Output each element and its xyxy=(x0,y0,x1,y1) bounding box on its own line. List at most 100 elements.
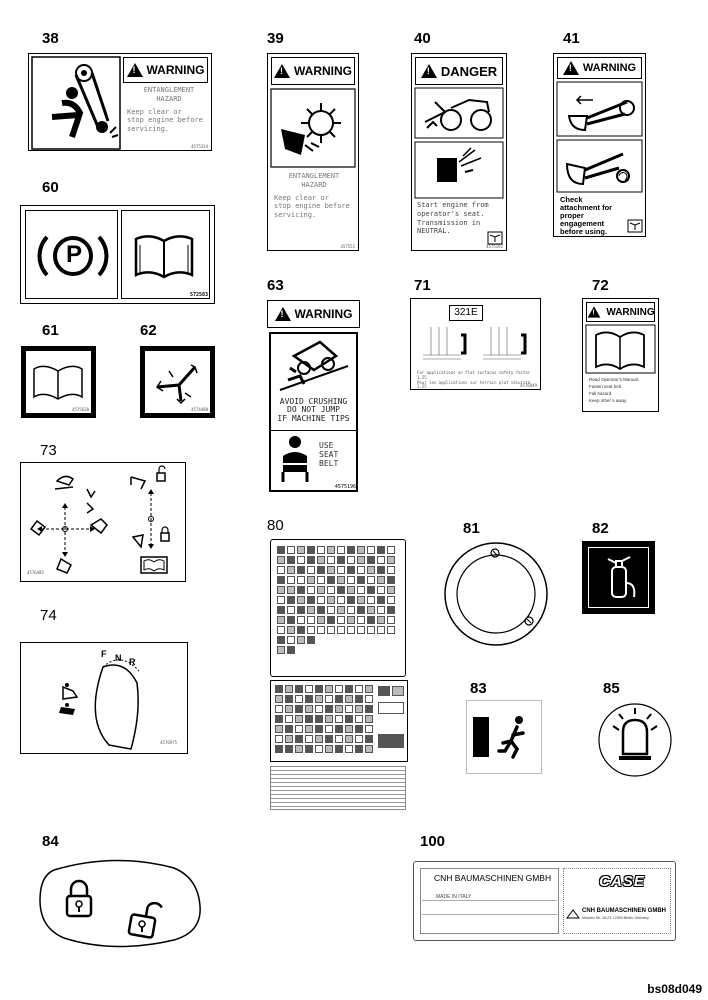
decal-60-inner-left xyxy=(25,210,118,299)
decal-63-body xyxy=(269,332,358,492)
part-number: 4576949 xyxy=(520,383,537,388)
decal-82 xyxy=(582,541,655,614)
decal-80-upper xyxy=(270,539,406,677)
item-number-100: 100 xyxy=(420,833,446,850)
decal-100-left-panel xyxy=(420,868,559,934)
decal-80-side-relays xyxy=(376,684,406,754)
warning-triangle-icon xyxy=(126,63,143,77)
warning-triangle-icon xyxy=(274,64,290,78)
attachment-engage-pictogram-1 xyxy=(556,81,643,137)
decal-100-rule-1 xyxy=(422,900,557,901)
item-number-74: 74 xyxy=(40,607,57,624)
boom-arm-movement-icon xyxy=(155,364,198,405)
decal-60-inner-right xyxy=(121,210,210,299)
fire-extinguisher-icon xyxy=(607,556,636,598)
reverse-label: R xyxy=(129,657,136,667)
cnh-logo-icon xyxy=(566,909,580,919)
exit-door-icon xyxy=(473,717,489,757)
part-number: 4575192 xyxy=(486,244,503,249)
entanglement-pictogram xyxy=(31,56,121,150)
decal-63-belt-text: USE SEAT BELT xyxy=(319,441,339,468)
attachment-engage-pictogram-2 xyxy=(556,139,643,193)
item-number-72: 72 xyxy=(592,277,609,294)
electric-shock-pictogram xyxy=(414,141,504,199)
decal-72: WARNING Read Operator's Manual. Fasten s… xyxy=(582,298,659,412)
decal-100-right-panel xyxy=(563,868,671,934)
seat-belt-operator-icon xyxy=(279,436,311,482)
part-number: 572583 xyxy=(189,292,208,298)
item-number-73: 73 xyxy=(40,442,57,459)
decal-80-legend-table xyxy=(270,766,406,810)
maker-name-left: CNH BAUMASCHINEN GMBH xyxy=(434,873,552,883)
decal-100-rule-2 xyxy=(422,914,557,915)
warning-triangle-icon xyxy=(274,307,291,321)
decal-63-crush-text: AVOID CRUSHING DO NOT JUMP IF MACHINE TI… xyxy=(277,397,350,423)
decal-39: WARNING ENTANGLEMENT HAZARD Keep clear o… xyxy=(267,53,359,251)
decal-84-lock-panel xyxy=(39,859,201,948)
decal-62: 4574480 xyxy=(140,346,215,418)
decal-40: DANGER Start engine from operator's seat… xyxy=(411,53,507,251)
item-number-71: 71 xyxy=(414,277,431,294)
lift-capacity-chart-left xyxy=(423,327,467,360)
locked-padlock-icon xyxy=(65,879,93,918)
danger-triangle-icon xyxy=(420,64,437,78)
maker-name-right: CNH BAUMASCHINEN GMBH xyxy=(582,908,666,914)
parking-brake-icon xyxy=(37,235,109,277)
case-logo: CASE xyxy=(599,873,645,890)
decal-73: 4576485 xyxy=(20,462,186,582)
decal-39-text: ENTANGLEMENT HAZARD Keep clear or stop e… xyxy=(274,172,350,219)
item-number-41: 41 xyxy=(563,30,580,47)
item-number-83: 83 xyxy=(470,680,487,697)
neutral-label: N xyxy=(115,653,122,663)
operator-manual-icon xyxy=(585,324,656,374)
manual-book-icon xyxy=(627,219,643,233)
warning-triangle-icon xyxy=(562,61,579,75)
item-number-60: 60 xyxy=(42,179,59,196)
warning-header: WARNING xyxy=(586,302,655,322)
decal-41-text: Check attachment for proper engagement b… xyxy=(560,195,613,236)
maker-address: Motoren Str. 18-23, 12053 Berlin, German… xyxy=(582,916,649,920)
decal-71-caption: For applications on flat surfaces safety… xyxy=(417,370,531,390)
decal-40-text: Start engine from operator's seat. Trans… xyxy=(417,201,489,236)
decal-38: WARNING ENTANGLEMENT HAZARD Keep clear o… xyxy=(28,53,212,151)
decal-60: P 572583 xyxy=(20,205,215,304)
item-number-84: 84 xyxy=(42,833,59,850)
decal-61: 4575630 xyxy=(21,346,96,418)
running-person-icon xyxy=(497,716,525,759)
operator-manual-icon xyxy=(33,365,83,400)
item-number-63: 63 xyxy=(267,277,284,294)
warning-header: WARNING xyxy=(123,57,208,83)
travel-lever-diagram xyxy=(59,659,140,750)
warning-header: WARNING xyxy=(271,57,355,85)
made-in-label: MADE IN ITALY xyxy=(436,894,472,900)
item-number-40: 40 xyxy=(414,30,431,47)
decal-71: 321E For applications on flat surfaces s… xyxy=(410,298,541,390)
warning-triangle-icon xyxy=(587,306,601,318)
figure-code: bs08d049 xyxy=(647,982,702,996)
item-number-38: 38 xyxy=(42,30,59,47)
part-number: 4575334 xyxy=(191,144,208,149)
fuse-relay-grid-upper xyxy=(277,546,395,656)
decal-83 xyxy=(466,700,542,774)
item-number-81: 81 xyxy=(463,520,480,537)
warning-header: WARNING xyxy=(557,57,642,79)
part-number: 457551 xyxy=(340,244,355,249)
part-number: 4575196 xyxy=(334,484,356,490)
item-number-62: 62 xyxy=(140,322,157,339)
parking-brake-letter: P xyxy=(65,241,82,268)
decal-63: WARNING AVOID CRUSHING DO NOT JUMP IF MA… xyxy=(267,300,360,495)
decal-85-beacon xyxy=(598,703,672,777)
decal-72-bullets: Read Operator's Manual. Fasten seat belt… xyxy=(589,377,640,403)
item-number-39: 39 xyxy=(267,30,284,47)
decal-74: F N R 4576975 xyxy=(20,642,188,754)
decal-81-ring xyxy=(444,542,548,646)
rotating-fan-pictogram xyxy=(270,88,356,168)
unlocked-padlock-icon xyxy=(127,901,163,939)
decal-38-text: ENTANGLEMENT HAZARD Keep clear or stop e… xyxy=(127,86,203,133)
part-number: 4576485 xyxy=(27,570,44,575)
part-number: 4574480 xyxy=(191,407,208,412)
forward-label: F xyxy=(101,649,107,659)
item-number-85: 85 xyxy=(603,680,620,697)
decal-71-model-box: 321E xyxy=(449,305,483,321)
item-number-82: 82 xyxy=(592,520,609,537)
